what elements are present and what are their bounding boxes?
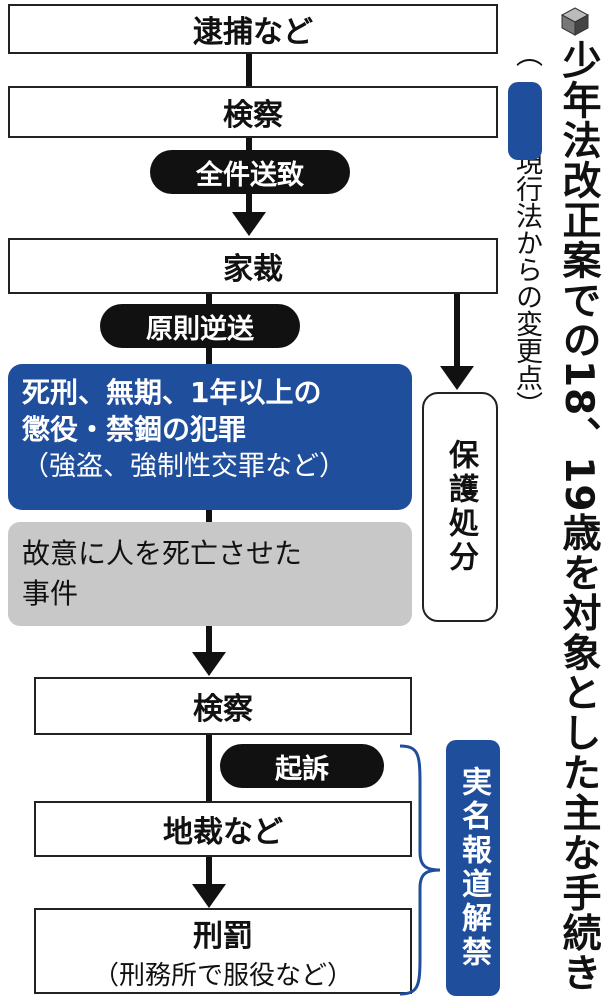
- step-family-court: 家裁: [8, 238, 498, 294]
- connector-line: [454, 294, 460, 368]
- brace-icon: [399, 744, 441, 996]
- badge-reverse-transfer: 原則逆送: [100, 304, 300, 348]
- arrow-down-icon: [192, 652, 226, 676]
- crime-criteria-line1: 死刑、無期、1年以上の: [22, 376, 322, 409]
- step-district-court: 地裁など: [34, 801, 412, 857]
- step-protective-disposition: 保護処分: [422, 392, 498, 622]
- punishment-label: 刑罰: [193, 918, 253, 954]
- step-arrest: 逮捕など: [8, 4, 498, 54]
- crime-criteria-box: 死刑、無期、1年以上の 懲役・禁錮の犯罪 （強盗、強制性交罪など）: [8, 364, 412, 510]
- cube-icon: [560, 7, 590, 36]
- legend-swatch: [508, 82, 542, 160]
- diagram-title: 少年法改正案での18、19歳を対象とした主な手続き: [556, 40, 601, 993]
- punishment-examples: （刑務所で服役など）: [92, 960, 353, 991]
- arrow-down-icon: [232, 212, 266, 236]
- step-punishment: 刑罰 （刑務所で服役など）: [34, 908, 412, 994]
- connector-line: [206, 735, 212, 803]
- real-name-reporting-label: 実名報道解禁: [446, 740, 500, 996]
- crime-criteria-line2: 懲役・禁錮の犯罪: [22, 413, 247, 446]
- connector-line: [206, 857, 212, 887]
- intentional-death-line1: 故意に人を死亡させた: [22, 537, 303, 570]
- badge-all-sent: 全件送致: [150, 150, 350, 194]
- connector-line: [206, 510, 212, 524]
- arrow-down-icon: [440, 366, 474, 390]
- badge-indictment: 起訴: [220, 744, 384, 788]
- arrow-down-icon: [192, 884, 226, 908]
- step-prosecution-2: 検察: [34, 677, 412, 735]
- intentional-death-box: 故意に人を死亡させた 事件: [8, 522, 412, 626]
- connector-line: [206, 626, 212, 656]
- intentional-death-line2: 事件: [22, 577, 79, 610]
- crime-examples: （強盗、強制性交罪など）: [22, 451, 346, 482]
- step-prosecution: 検察: [8, 86, 498, 138]
- connector-line: [246, 54, 252, 88]
